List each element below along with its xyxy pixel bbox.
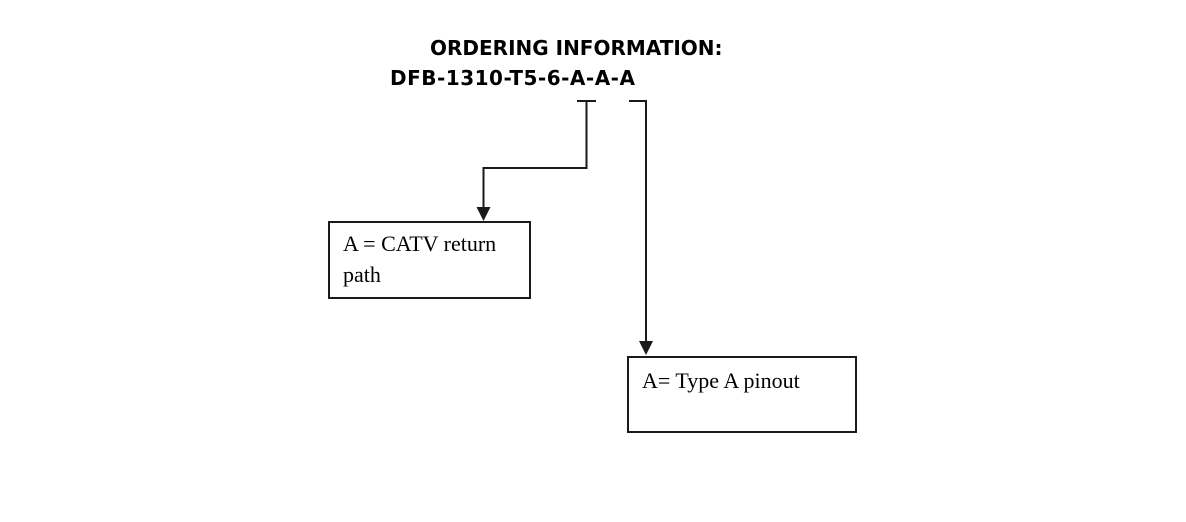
diagram-title: ORDERING INFORMATION: <box>430 36 723 60</box>
callout-box-catv-return-path: A = CATV return path <box>328 221 531 299</box>
arrow-down-marker <box>639 341 653 355</box>
leader-line-catv <box>476 100 596 221</box>
callout-label: A = CATV return path <box>343 231 497 287</box>
leader-path-pinout <box>629 100 647 342</box>
arrow-down-marker <box>476 207 491 221</box>
part-number: DFB-1310-T5-6-A-A-A <box>390 66 636 90</box>
leader-path-catv <box>482 101 588 209</box>
callout-label: A= Type A pinout <box>642 368 800 393</box>
callout-box-type-a-pinout: A= Type A pinout <box>627 356 857 433</box>
leader-line-pinout <box>629 100 653 355</box>
